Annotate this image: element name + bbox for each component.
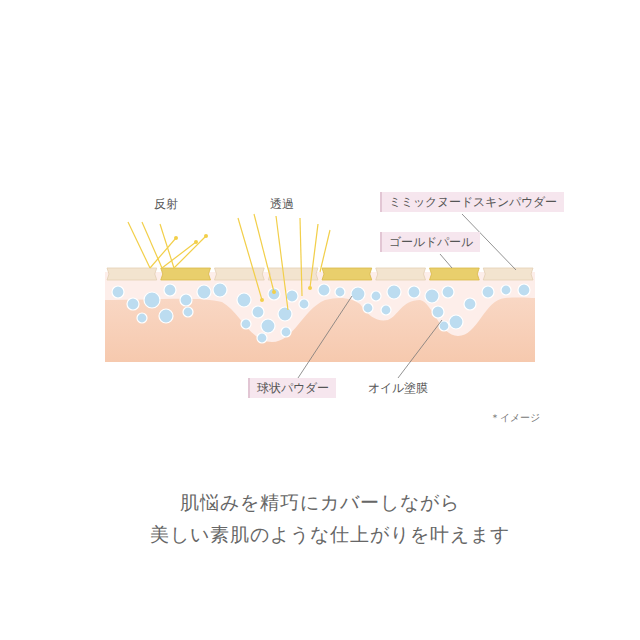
nude-skin-powder: [215, 268, 265, 280]
caption: 肌悩みを精巧にカバーしながら 美しい素肌のような仕上がりを叶えます: [150, 486, 490, 550]
powder-sphere: [278, 307, 292, 321]
gold-pearl: [322, 268, 372, 280]
leader-lines: [298, 214, 516, 378]
powder-sphere: [449, 315, 463, 329]
nude-skin-powder: [483, 268, 533, 280]
note: ＊イメージ: [490, 410, 540, 426]
powder-sphere: [257, 333, 267, 343]
powder-sphere: [501, 285, 511, 295]
powder-sphere: [387, 285, 401, 299]
powder-sphere: [335, 287, 345, 297]
powder-sphere: [112, 286, 124, 298]
box-text: 球状パウダー: [257, 381, 329, 395]
part-label: オイル塗膜: [368, 380, 428, 396]
ray-dots: [174, 234, 312, 302]
nude-skin-powder: [376, 268, 426, 280]
powder-sphere: [464, 298, 476, 310]
powder-sphere: [286, 290, 298, 302]
powder-sphere: [137, 313, 147, 323]
box-text: ゴールドパール: [389, 235, 473, 249]
label-box: 球状パウダー: [248, 378, 336, 398]
nude-skin-powder: [107, 268, 157, 280]
powder-sphere: [241, 319, 251, 329]
powder-sphere: [281, 327, 291, 337]
label-box: ゴールドパール: [380, 232, 480, 252]
nude-skin-powder: [268, 268, 318, 280]
powder-sphere: [127, 298, 139, 310]
powder-sphere: [318, 284, 330, 296]
box-text: ミミックヌードスキンパウダー: [389, 195, 557, 209]
gold-pearl: [161, 268, 211, 280]
powder-sphere: [144, 292, 160, 308]
powder-sphere: [363, 303, 373, 313]
powder-sphere: [371, 291, 381, 301]
skin: [105, 298, 535, 362]
powder-sphere: [237, 293, 251, 307]
powder-sphere: [180, 294, 192, 306]
powder-sphere: [159, 309, 173, 323]
powder-sphere: [518, 284, 530, 296]
powder-sphere: [252, 306, 264, 318]
powder-sphere: [381, 305, 391, 315]
powder-sphere: [197, 285, 211, 299]
powder-sphere: [164, 284, 176, 296]
gold-pearl: [430, 268, 480, 280]
powder-sphere: [442, 286, 454, 298]
oil-film: [105, 272, 535, 362]
ray-label: 反射: [154, 196, 178, 212]
powder-sphere: [213, 283, 227, 297]
label-box: ミミックヌードスキンパウダー: [380, 192, 564, 212]
powder-sphere: [482, 286, 494, 298]
powder-sphere: [351, 287, 365, 301]
powder-sphere: [408, 286, 420, 298]
powder-sphere: [299, 299, 309, 309]
ray-label: 透過: [270, 196, 294, 212]
powder-sphere: [183, 307, 193, 317]
powder-sphere: [432, 306, 444, 318]
powder-sphere: [425, 289, 439, 303]
spherical-powder: [112, 283, 530, 343]
light-rays: [128, 214, 330, 310]
powder-sphere: [261, 319, 275, 333]
